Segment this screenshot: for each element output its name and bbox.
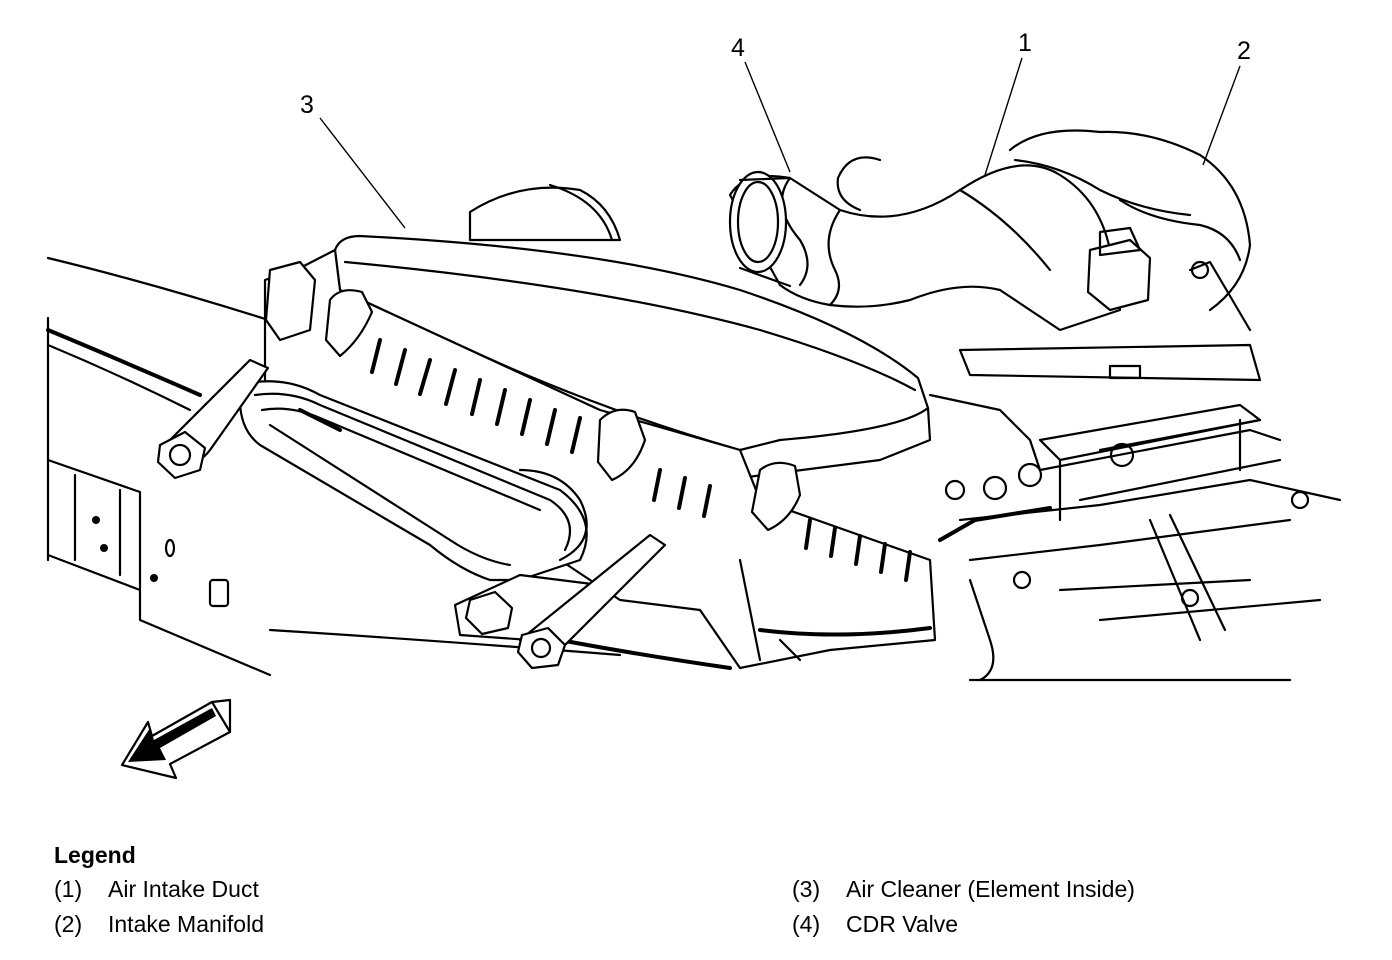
legend-item-number: (3) xyxy=(792,876,821,902)
leader-lines xyxy=(319,57,1241,229)
legend-item-2: (2) Intake Manifold xyxy=(54,911,264,938)
legend-item-1: (1) Air Intake Duct xyxy=(54,876,259,903)
legend-title: Legend xyxy=(54,842,136,868)
cdr-valve xyxy=(728,170,792,288)
engine-top-right xyxy=(928,393,1342,682)
legend-item-label: Intake Manifold xyxy=(108,911,264,937)
legend-item-label: Air Intake Duct xyxy=(108,876,259,902)
radiator-support-panel xyxy=(46,256,732,677)
legend-item-number: (2) xyxy=(54,911,83,937)
legend-item-4: (4) CDR Valve xyxy=(792,911,958,938)
callout-2: 2 xyxy=(1237,37,1251,65)
callout-4: 4 xyxy=(731,34,745,62)
mounting-brackets xyxy=(156,358,667,670)
forward-arrow-icon xyxy=(120,698,232,780)
intake-manifold xyxy=(958,129,1262,382)
housing-latches xyxy=(264,260,802,532)
legend-item-label: CDR Valve xyxy=(846,911,959,937)
callout-1: 1 xyxy=(1018,29,1032,57)
legend-item-number: (4) xyxy=(792,911,821,937)
legend-item-label: Air Cleaner (Element Inside) xyxy=(846,876,1135,902)
legend-item-3: (3) Air Cleaner (Element Inside) xyxy=(792,876,1135,903)
engine-air-intake-diagram: 3 4 1 2 xyxy=(46,29,1342,780)
air-inlet-snorkel xyxy=(238,380,588,582)
legend: Legend (1) Air Intake Duct (2) Intake Mani… xyxy=(54,842,1354,937)
air-intake-duct xyxy=(728,156,1122,332)
callout-3: 3 xyxy=(300,91,314,119)
legend-item-number: (1) xyxy=(54,876,83,902)
housing-ribs xyxy=(370,338,912,582)
